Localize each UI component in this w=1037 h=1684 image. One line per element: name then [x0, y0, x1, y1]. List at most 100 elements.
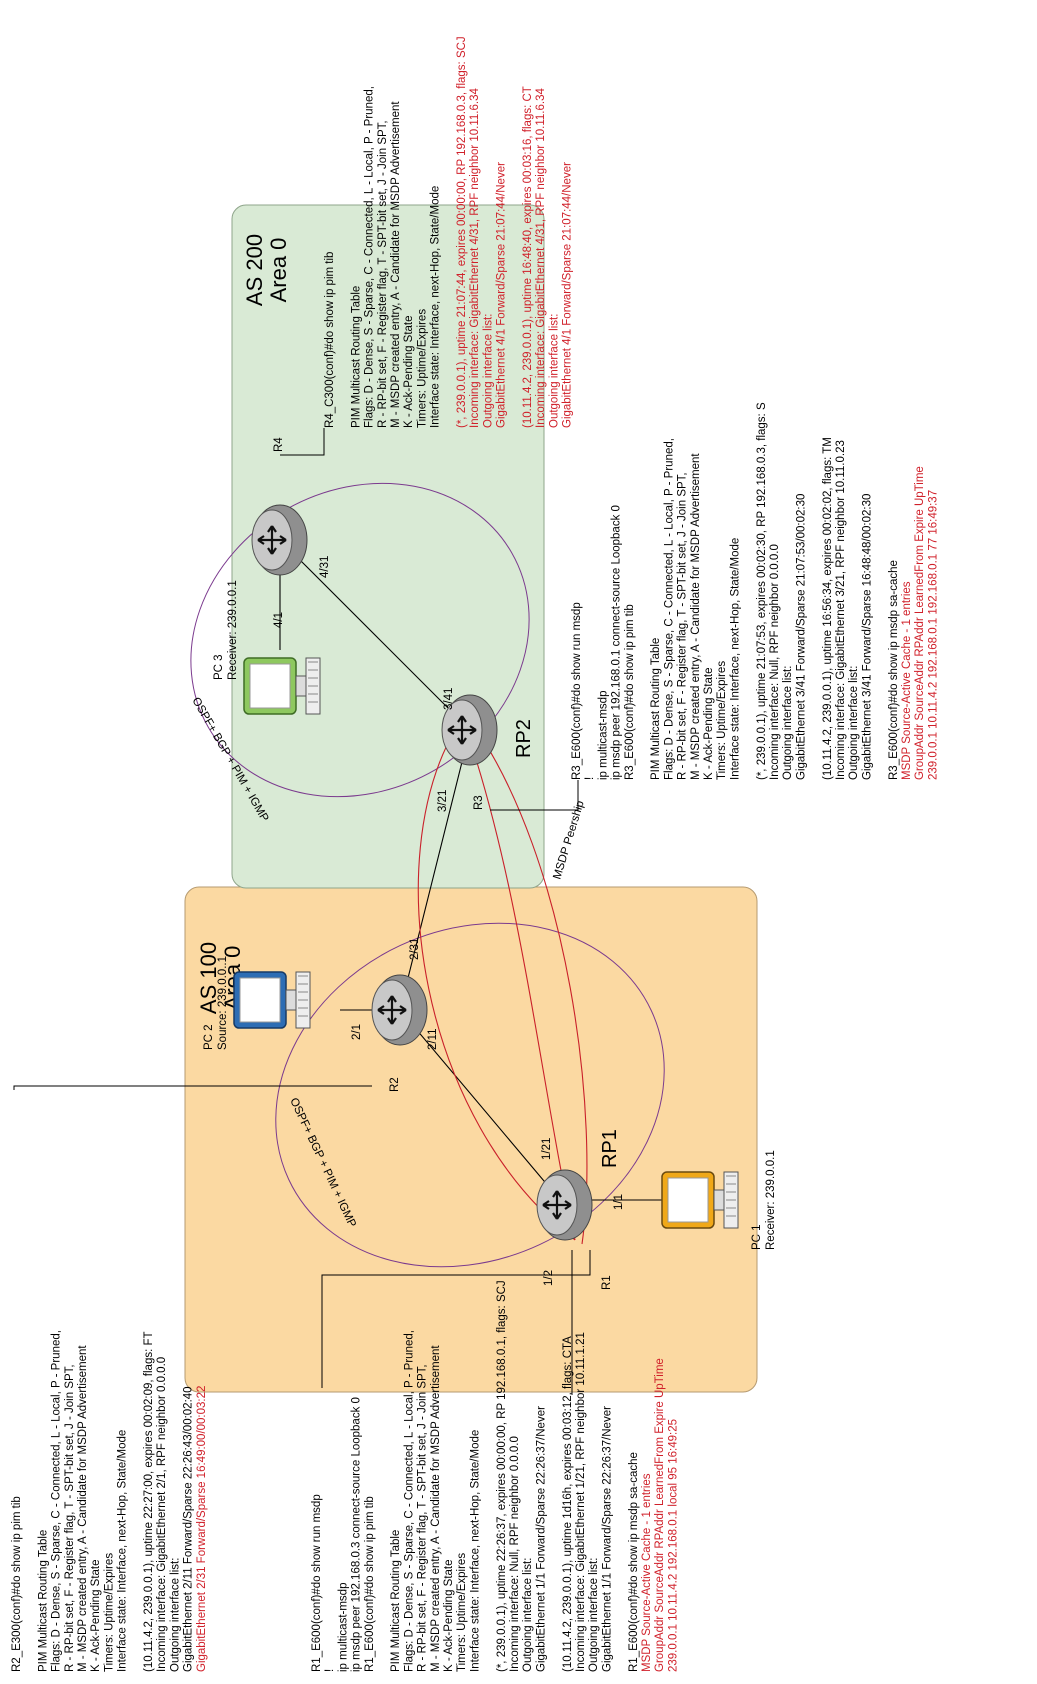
cli-line: Outgoing interface list: — [782, 666, 794, 780]
cli-line: R - RP-bit set, F - Register flag, T - S… — [417, 1364, 429, 1672]
r1-msdp-pim-output: R1_E600(conf)#do show run msdp!ip multic… — [311, 1280, 679, 1672]
if-r1-right: 1/1 — [613, 1194, 625, 1210]
svg-text:Receiver: 239.0.0.1: Receiver: 239.0.0.1 — [227, 580, 239, 680]
cli-line: R2_E300(conf)#do show ip pim tib — [11, 1496, 23, 1672]
cli-line: R3_E600(conf)#do show ip pim tib — [624, 604, 636, 780]
cli-line: Timers: Uptime/Expires — [103, 1553, 115, 1672]
rp2-label: RP2 — [513, 719, 535, 758]
r3-name: R3 — [473, 795, 485, 810]
cli-line: GigabitEthernet 1/1 Forward/Sparse 22:26… — [601, 1406, 613, 1672]
pc-2-label: PC 2 Source: 239.0.0..1 — [203, 956, 229, 1050]
if-r1-up: 1/21 — [541, 1138, 553, 1160]
cli-line: GigabitEthernet 3/41 Forward/Sparse 16:4… — [861, 494, 873, 780]
cli-line: K - Ack-Pending State — [703, 667, 715, 780]
as100-area — [184, 886, 758, 1393]
if-r2-left: 2/1 — [351, 1024, 363, 1040]
cli-line: Flags: D - Dense, S - Sparse, C - Connec… — [364, 86, 376, 428]
cli-line: R4_C300(conf)#do show ip pim tib — [324, 252, 336, 428]
cli-line: R1_E600(conf)#do show ip msdp sa-cache — [628, 1452, 640, 1672]
cli-line: (*, 239.0.0.1), uptime 21:07:44, expires… — [456, 36, 468, 428]
r2-name: R2 — [389, 1077, 401, 1092]
cli-line: M - MSDP created entry, A - Candidate fo… — [430, 1345, 442, 1672]
cli-line: (10.11.4.2, 239.0.0.1), uptime 16:48:40,… — [522, 86, 534, 428]
cli-line: Incoming interface: GigabitEthernet 3/21… — [835, 440, 847, 780]
cli-line: 239.0.0.1 10.11.4.2 192.168.0.1 local 95… — [667, 1419, 679, 1672]
cli-line: M - MSDP created entry, A - Candidate fo… — [690, 453, 702, 780]
cli-line: K - Ack-Pending State — [403, 315, 415, 428]
cli-line: Outgoing interface list: — [482, 314, 494, 428]
cli-line: ip msdp peer 192.168.0.1 connect-source … — [611, 505, 623, 780]
cli-line: Outgoing interface list: — [588, 1558, 600, 1672]
cli-line: GigabitEthernet 2/31 Forward/Sparse 16:4… — [196, 1386, 208, 1672]
if-r3-up: 3/41 — [443, 688, 455, 710]
cli-line: R3_E600(conf)#do show run msdp — [571, 602, 583, 780]
cli-line: (10.11.4.2, 239.0.0.1), uptime 22:27:00,… — [143, 1331, 155, 1672]
cli-line: Flags: D - Dense, S - Sparse, C - Connec… — [663, 438, 675, 780]
cli-line: Timers: Uptime/Expires — [716, 661, 728, 780]
svg-text:PC 1: PC 1 — [751, 1224, 763, 1250]
cli-line: ip multicast-msdp — [597, 691, 609, 780]
cli-line: (10.11.4.2, 239.0.0.1), uptime 1d16h, ex… — [562, 1336, 574, 1672]
cli-line: PIM Multicast Routing Table — [390, 1530, 402, 1672]
pc-3-label: PC 3 Receiver: 239.0.0.1 — [213, 580, 239, 680]
cli-line: M - MSDP created entry, A - Candidate fo… — [77, 1345, 89, 1672]
svg-text:Area 0: Area 0 — [266, 238, 291, 303]
cli-line: GigabitEthernet 4/1 Forward/Sparse 21:07… — [562, 162, 574, 428]
router-r2[interactable] — [371, 974, 428, 1046]
cli-line: Interface state: Interface, next-Hop, St… — [430, 186, 442, 428]
computer-icon — [243, 657, 321, 715]
cli-line: Outgoing interface list: — [169, 1558, 181, 1672]
link-r3-r4 — [279, 539, 471, 731]
router-icon — [371, 974, 428, 1046]
pc-1-label: PC 1 Receiver: 239.0.0.1 — [751, 1150, 777, 1250]
cli-line: Interface state: Interface, next-Hop, St… — [729, 538, 741, 780]
router-r4[interactable] — [251, 504, 308, 576]
cli-line: MSDP Source-Active Cache - 1 entries — [901, 581, 913, 780]
cli-line: Outgoing interface list: — [522, 1558, 534, 1672]
cli-line: GroupAddr SourceAddr RPAddr LearnedFrom … — [914, 466, 926, 780]
leader-r3-line — [490, 780, 579, 811]
cli-line: MSDP Source-Active Cache - 1 entries — [641, 1473, 653, 1672]
cli-line: Flags: D - Dense, S - Sparse, C - Connec… — [403, 1330, 415, 1672]
pc-1[interactable] — [661, 1171, 739, 1229]
router-icon — [441, 694, 498, 766]
cli-line: R - RP-bit set, F - Register flag, T - S… — [377, 120, 389, 428]
cli-line: ! — [584, 777, 596, 780]
cli-line: R1_E600(conf)#do show ip pim tib — [364, 1496, 376, 1672]
cli-line: ip msdp peer 192.168.0.3 connect-source … — [351, 1397, 363, 1672]
link-r2-r3 — [399, 729, 471, 1011]
svg-text:PC 2: PC 2 — [203, 1024, 215, 1050]
router-r1[interactable] — [536, 1169, 593, 1241]
cli-line: 239.0.0.1 10.11.4.2 192.168.0.1 192.168.… — [927, 490, 939, 780]
cli-line: Incoming interface: GigabitEthernet 1/21… — [575, 1332, 587, 1672]
cli-line: Incoming interface: GigabitEthernet 2/1,… — [156, 1357, 168, 1672]
cli-line: K - Ack-Pending State — [90, 1559, 102, 1672]
cli-line: R1_E600(conf)#do show run msdp — [311, 1494, 323, 1672]
cli-line: Timers: Uptime/Expires — [416, 309, 428, 428]
cli-line: Incoming interface: Null, RPF neighbor 0… — [769, 544, 781, 780]
cli-line: Flags: D - Dense, S - Sparse, C - Connec… — [51, 1330, 63, 1672]
cli-line: R - RP-bit set, F - Register flag, T - S… — [64, 1364, 76, 1672]
cli-line: Interface state: Interface, next-Hop, St… — [117, 1430, 129, 1672]
msdp-peer-curve-1 — [417, 729, 576, 1241]
router-r3[interactable] — [441, 694, 498, 766]
pc-2[interactable] — [233, 971, 311, 1029]
if-r3-left: 3/21 — [437, 790, 449, 812]
cli-line: GigabitEthernet 1/1 Forward/Sparse 22:26… — [535, 1406, 547, 1672]
if-r4-down: 4/31 — [319, 556, 331, 578]
link-r2-r1 — [399, 1009, 561, 1201]
router-icon — [251, 504, 308, 576]
router-icon — [536, 1169, 593, 1241]
svg-text:AS 100: AS 100 — [196, 942, 221, 1014]
svg-text:Source: 239.0.0..1: Source: 239.0.0..1 — [217, 956, 229, 1050]
svg-text:PC 3: PC 3 — [213, 654, 225, 680]
msdp-peership-label: MSDP Peership — [551, 799, 586, 881]
cli-line: R3_E600(conf)#do show ip msdp sa-cache — [888, 560, 900, 780]
cli-line: Outgoing interface list: — [548, 314, 560, 428]
cli-line: GigabitEthernet 2/11 Forward/Sparse 22:2… — [183, 1386, 195, 1672]
as200-title: AS 200 Area 0 — [242, 234, 291, 306]
if-r4-left: 4/1 — [273, 612, 285, 628]
pc-3[interactable] — [243, 657, 321, 715]
